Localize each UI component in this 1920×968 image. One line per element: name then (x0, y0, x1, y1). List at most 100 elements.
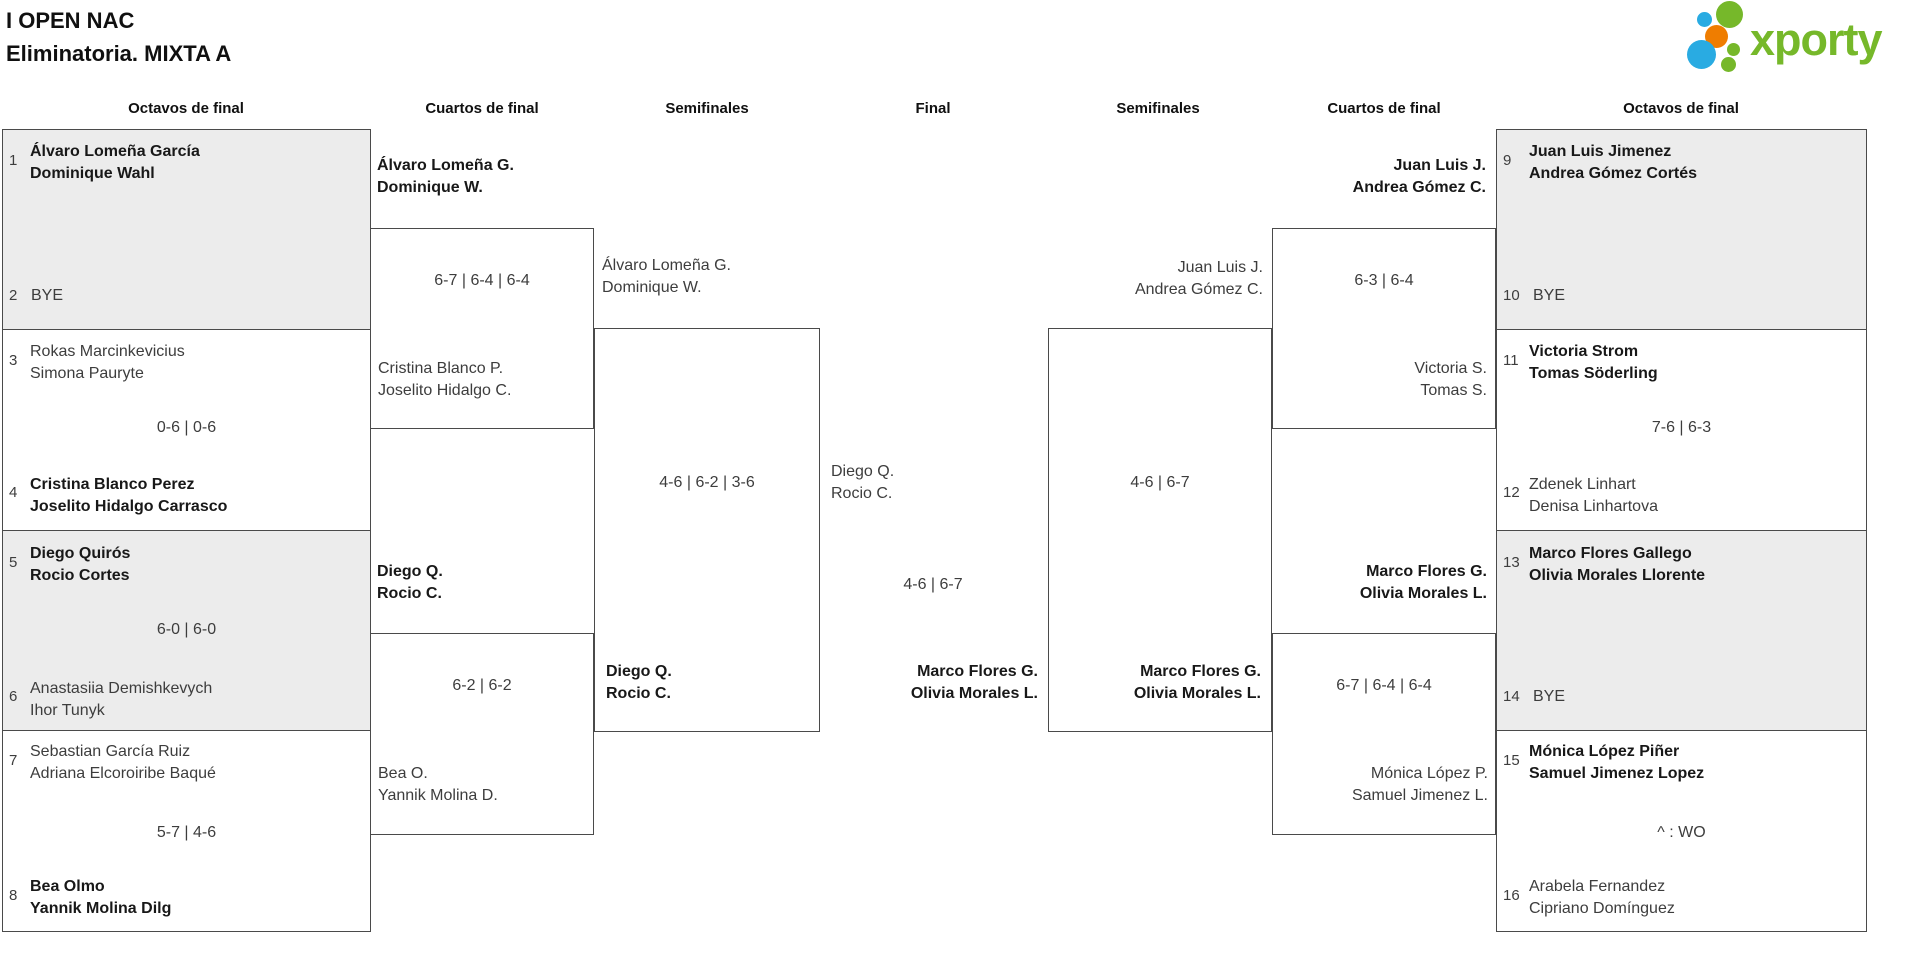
player-name: Cipriano Domínguez (1529, 900, 1675, 917)
xporty-logo[interactable]: xporty (1687, 0, 1913, 76)
r16-left-match2-cell (3, 329, 370, 530)
seed-number: 16 (1503, 887, 1520, 904)
player-name: Olivia Morales L. (1359, 585, 1487, 602)
player-name: Victoria Strom (1529, 343, 1639, 360)
player-name: Cristina Blanco Perez (30, 476, 195, 493)
player-name: Ihor Tunyk (30, 702, 105, 719)
player-name: Joselito Hidalgo C. (378, 382, 512, 399)
team-names: Bea Olmo Yannik Molina Dilg (30, 876, 171, 920)
tournament-name: I OPEN NAC (6, 8, 135, 33)
team-names: Victoria S. Tomas S. (1237, 358, 1487, 402)
player-name: Rocio C. (606, 685, 671, 702)
seed-number: 12 (1503, 484, 1520, 501)
bye-label: BYE (1533, 287, 1566, 304)
player-name: Bea Olmo (30, 878, 105, 895)
player-name: Rocio Cortes (30, 567, 130, 584)
player-name: Denisa Linhartova (1529, 498, 1658, 515)
match-score: 5-7 | 4-6 (156, 824, 217, 841)
qf-right-match2-box (1272, 633, 1496, 835)
match-score: 6-7 | 6-4 | 6-4 (1336, 677, 1432, 694)
team-names: Diego Q. Rocio C. (377, 561, 443, 605)
player-name: Andrea Gómez Cortés (1529, 165, 1698, 182)
seed-number: 8 (9, 887, 18, 904)
round-header-final: Final (915, 100, 951, 117)
player-name: Samuel Jimenez L. (1351, 787, 1488, 804)
seed-number: 14 (1503, 688, 1520, 705)
logo-dot-blue-large-icon (1687, 40, 1716, 69)
player-name: Marco Flores G. (1366, 563, 1487, 580)
logo-wordmark: xporty (1750, 14, 1883, 65)
team-names: Diego Quirós Rocio Cortes (30, 543, 130, 587)
team-names: Mónica López Piñer Samuel Jimenez Lopez (1529, 741, 1704, 785)
team-names: Arabela Fernandez Cipriano Domínguez (1529, 876, 1675, 920)
match-score: 6-3 | 6-4 (1354, 272, 1414, 289)
player-name: Rocio C. (831, 485, 893, 502)
player-name: Dominique Wahl (30, 165, 155, 182)
page-title: I OPEN NAC Eliminatoria. MIXTA A (6, 4, 231, 70)
team-names: Juan Luis J. Andrea Gómez C. (1013, 257, 1263, 301)
match-score: 4-6 | 6-2 | 3-6 (659, 474, 755, 491)
player-name: Juan Luis Jimenez (1529, 143, 1672, 160)
team-names: Álvaro Lomeña García Dominique Wahl (30, 141, 200, 185)
player-name: Mónica López P. (1370, 765, 1488, 782)
match-score: 7-6 | 6-3 (1651, 419, 1712, 436)
player-name: Marco Flores Gallego (1529, 545, 1692, 562)
player-name: Olivia Morales L. (1133, 685, 1261, 702)
player-name: Simona Pauryte (30, 365, 144, 382)
r16-right-column: 9 Juan Luis Jimenez Andrea Gómez Cortés … (1496, 129, 1867, 932)
seed-number: 6 (9, 688, 18, 705)
r16-left-match3-cell (3, 530, 370, 730)
team-names: Juan Luis J. Andrea Gómez C. (1236, 155, 1486, 199)
seed-number: 5 (9, 554, 18, 571)
logo-dot-blue-small-icon (1697, 12, 1712, 27)
player-name: Marco Flores G. (917, 663, 1038, 680)
logo-dot-orange-icon (1705, 25, 1728, 48)
round-header-qf-left: Cuartos de final (425, 100, 539, 117)
r16-right-match4-cell (1497, 730, 1866, 933)
team-names: Álvaro Lomeña G. Dominique W. (377, 155, 514, 199)
r16-right-match2-cell (1497, 329, 1866, 530)
player-name: Marco Flores G. (1140, 663, 1261, 680)
player-name: Bea O. (378, 765, 428, 782)
team-names: Diego Q. Rocio C. (831, 461, 894, 505)
team-names: Diego Q. Rocio C. (606, 661, 672, 705)
team-names: Cristina Blanco Perez Joselito Hidalgo C… (30, 474, 227, 518)
round-header-r16-right: Octavos de final (1623, 100, 1739, 117)
bye-label: BYE (1533, 688, 1566, 705)
team-names: Álvaro Lomeña G. Dominique W. (602, 255, 731, 299)
seed-number: 4 (9, 484, 18, 501)
match-score: 6-2 | 6-2 (452, 677, 512, 694)
player-name: Rokas Marcinkevicius (30, 343, 185, 360)
round-header-r16-left: Octavos de final (128, 100, 244, 117)
player-name: Álvaro Lomeña García (30, 143, 200, 160)
player-name: Olivia Morales Llorente (1529, 567, 1706, 584)
player-name: Joselito Hidalgo Carrasco (30, 498, 228, 515)
seed-number: 2 (9, 287, 18, 304)
seed-number: 13 (1503, 554, 1520, 571)
player-name: Diego Q. (377, 563, 443, 580)
player-name: Yannik Molina D. (378, 787, 498, 804)
logo-dot-green-large-icon (1716, 1, 1743, 28)
player-name: Tomas Söderling (1529, 365, 1658, 382)
qf-right-match1-box (1272, 228, 1496, 429)
seed-number: 9 (1503, 152, 1512, 169)
match-score: ^ : WO (1657, 824, 1706, 841)
r16-left-column: 1 Álvaro Lomeña García Dominique Wahl 2 … (2, 129, 371, 932)
bye-label: BYE (31, 287, 64, 304)
player-name: Álvaro Lomeña G. (602, 257, 731, 274)
qf-left-match2-box (370, 633, 594, 835)
logo-dot-green-small-icon (1721, 57, 1736, 72)
seed-number: 3 (9, 352, 18, 369)
match-score: 6-7 | 6-4 | 6-4 (434, 272, 530, 289)
round-header-qf-right: Cuartos de final (1327, 100, 1441, 117)
player-name: Sebastian García Ruiz (30, 743, 191, 760)
team-names: Marco Flores G. Olivia Morales L. (788, 661, 1038, 705)
sf-right-match-box (1048, 328, 1272, 732)
sf-left-match-box (594, 328, 820, 732)
player-name: Andrea Gómez C. (1352, 179, 1486, 196)
qf-left-match1-box (370, 228, 594, 429)
player-name: Zdenek Linhart (1529, 476, 1636, 493)
player-name: Diego Q. (831, 463, 895, 480)
player-name: Juan Luis J. (1177, 259, 1263, 276)
